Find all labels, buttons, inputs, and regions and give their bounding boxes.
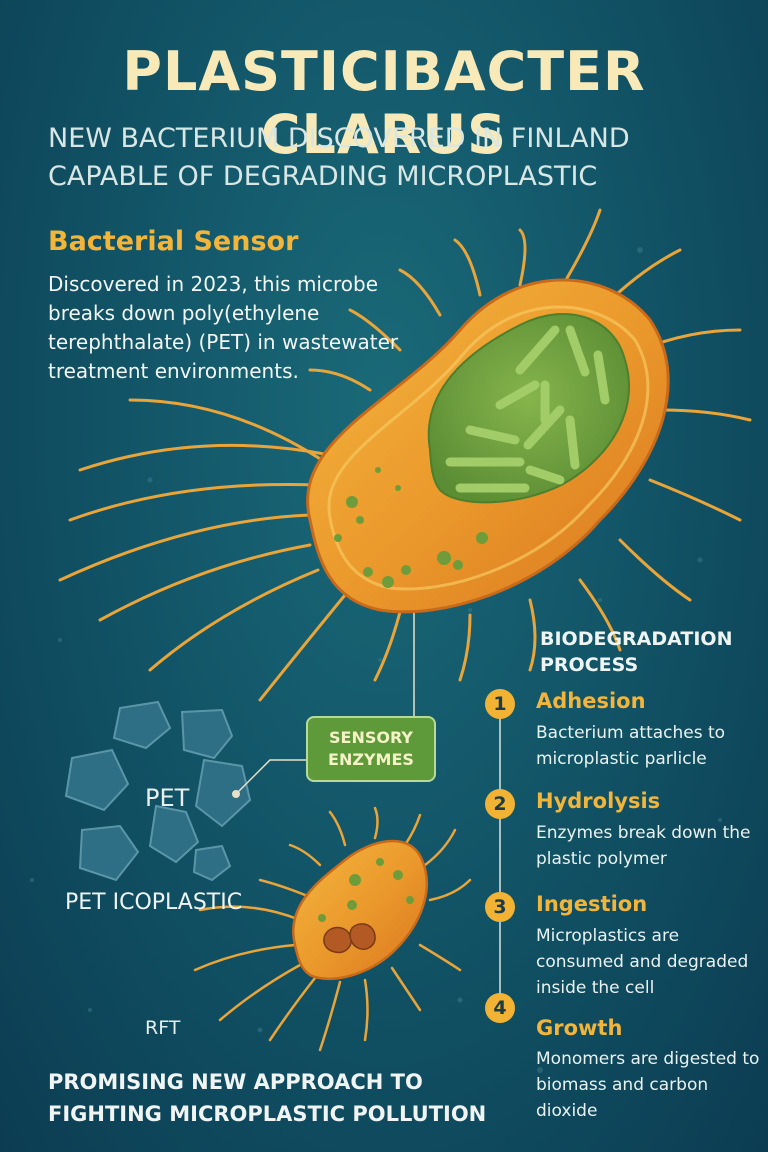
subtitle-line-1: NEW BACTERIUM DISCOVERED IN FINLAND: [48, 123, 630, 154]
step-4-description: Monomers are digested to biomass and car…: [536, 1049, 760, 1121]
promise-statement: PROMISING NEW APPROACH TO FIGHTING MICRO…: [48, 1066, 518, 1130]
promise-line-1: PROMISING NEW APPROACH TO: [48, 1070, 423, 1094]
small-cell-body: [292, 839, 429, 980]
poster-title: PLASTICIBACTER CLARUS: [122, 40, 646, 166]
cell-inner-membrane: [327, 305, 650, 591]
pointer-dot: [232, 790, 240, 798]
step-2-title: Hydrolysis: [536, 789, 661, 813]
large-bacterium: [58, 208, 752, 702]
step-3-number-badge: 3: [485, 892, 515, 922]
step-2-description: Enzymes break down the plastic polymer: [536, 823, 751, 869]
background-particles: [30, 247, 722, 1073]
ingested-plastic: [323, 923, 376, 954]
process-heading: BIODEGRADATION PROCESS: [540, 626, 760, 678]
rft-label: RFT: [145, 1017, 181, 1039]
process-heading-line-2: PROCESS: [540, 654, 639, 676]
pet-icoplastic-label: PET ICOPLASTIC: [65, 890, 243, 915]
small-cell-granules: [318, 858, 414, 922]
step-3-title: Ingestion: [536, 892, 648, 916]
nucleoid-rods: [445, 325, 610, 493]
enzymes-label-line-2: ENZYMES: [328, 750, 414, 769]
pet-plastic-fragments: [64, 700, 252, 882]
enzymes-label-line-1: SENSORY: [329, 728, 413, 747]
sensory-enzymes-label: SENSORY ENZYMES: [306, 716, 436, 782]
subtitle-line-2: CAPABLE OF DEGRADING MICROPLASTIC: [48, 161, 598, 192]
pet-label: PET: [145, 784, 190, 812]
step-1-title: Adhesion: [536, 689, 646, 713]
step-1-number-badge: 1: [485, 689, 515, 719]
step-2-number-badge: 2: [485, 789, 515, 819]
sensor-heading: Bacterial Sensor: [48, 226, 299, 257]
cell-granules: [334, 467, 488, 588]
step-4-title: Growth: [536, 1016, 623, 1040]
step-3-description: Microplastics are consumed and degraded …: [536, 926, 749, 998]
enzyme-to-pet-line: [235, 759, 306, 795]
sensor-description: Discovered in 2023, this microbe breaks …: [48, 272, 399, 383]
step-4-number-badge: 4: [485, 993, 515, 1023]
small-flagella: [193, 806, 472, 1052]
process-heading-line-1: BIODEGRADATION: [540, 628, 733, 650]
small-bacterium: [193, 806, 472, 1052]
flagella: [58, 208, 752, 702]
step-1-description: Bacterium attaches to microplastic parli…: [536, 723, 726, 769]
poster-subtitle: NEW BACTERIUM DISCOVERED IN FINLAND CAPA…: [48, 120, 738, 196]
promise-line-2: FIGHTING MICROPLASTIC POLLUTION: [48, 1102, 487, 1126]
